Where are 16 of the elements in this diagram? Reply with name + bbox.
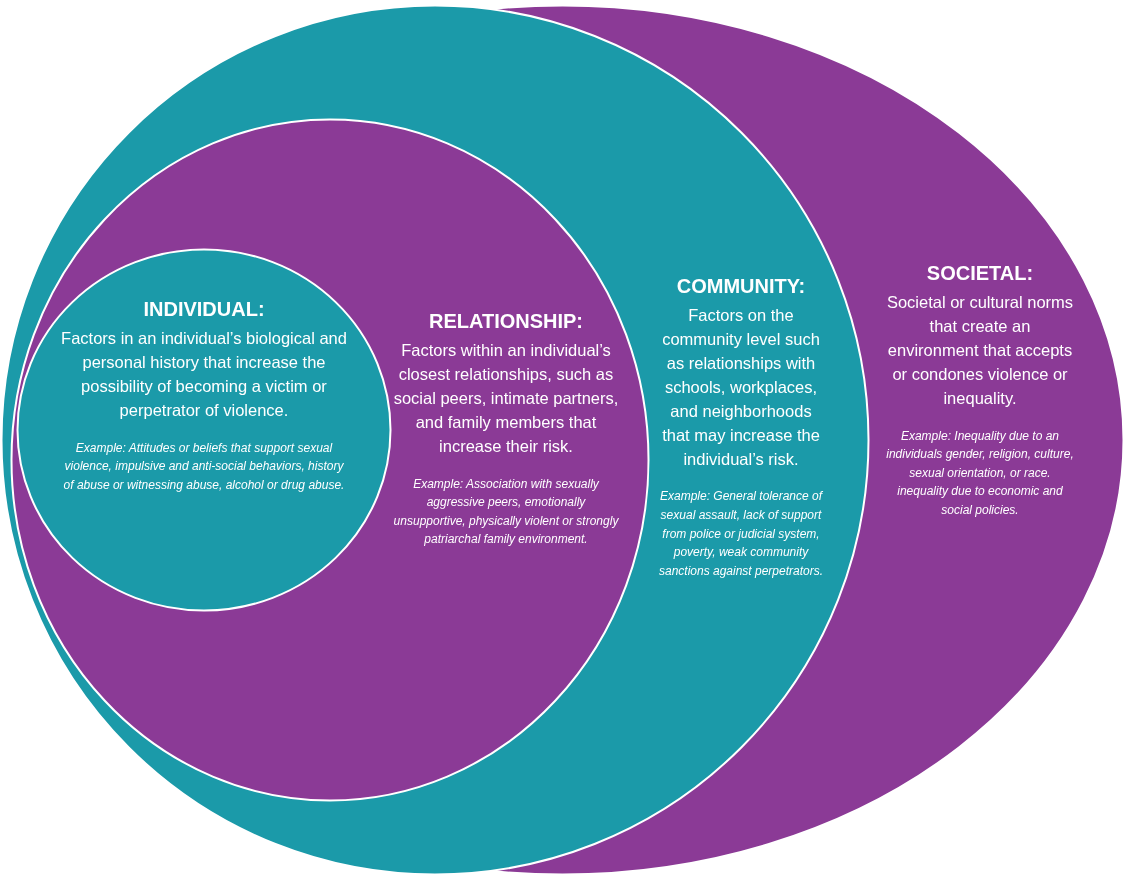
example-text: Example: Attitudes or beliefs that support sexual violence, impulsive and anti-social behaviors, history of abuse or witnessing abuse, alcohol or drug abuse. <box>62 439 346 494</box>
ellipse-region <box>16 248 392 612</box>
level-description: Societal or cultural norms that create an environment that accepts or condones violence or inequality. <box>885 292 1075 409</box>
level-description: Factors on the community level such as relationships with schools, workplaces, and neighborhoods that may increase the individual’s risk. <box>661 305 821 470</box>
level-description: Factors within an individual’s closest relationships, such as social peers, intimate partners, and family members that increase their risk. <box>392 340 620 457</box>
level-heading: COMMUNITY: <box>675 275 807 298</box>
example-text: Example: Inequality due to an individuals gender, religion, culture, sexual orientation, or race. inequality due to economic and social policies. <box>885 427 1075 519</box>
example-text: Example: General tolerance of sexual assault, lack of support from police or judicial system, poverty, weak community sanctions against perpetrators. <box>657 488 825 580</box>
level-heading: SOCIETAL: <box>925 262 1035 285</box>
ellipse-region <box>10 118 650 802</box>
level-heading: RELATIONSHIP: <box>427 310 585 333</box>
level-heading: INDIVIDUAL: <box>142 298 266 321</box>
ellipse-region <box>0 4 1125 876</box>
level-description: Factors in an individual’s biological and personal history that increase the possibility of becoming a victim or perpetrator of violence. <box>60 328 348 421</box>
ellipse-region <box>0 4 870 876</box>
example-text: Example: Association with sexually aggressive peers, emotionally unsupportive, physically violent or strongly patriarchal family environment. <box>392 475 620 549</box>
